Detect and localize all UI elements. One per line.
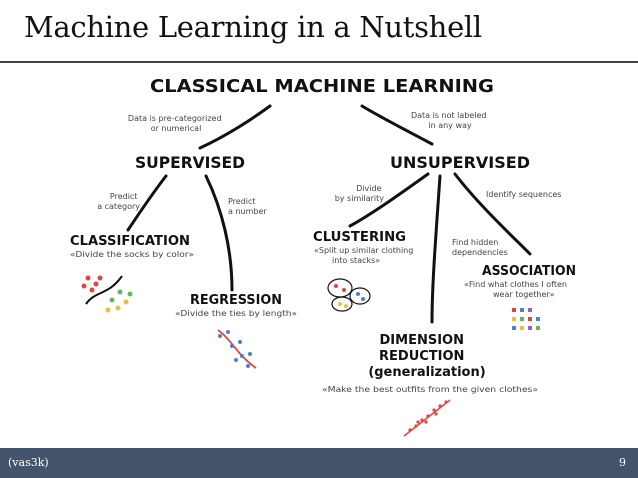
edge-label-regression: Predict a number bbox=[228, 197, 267, 216]
regression-note: «Divide the ties by length» bbox=[175, 309, 297, 318]
association-note: «Find what clothes I often wear together… bbox=[464, 280, 570, 299]
footer-source: (vas3k) bbox=[8, 456, 49, 469]
page-number: 9 bbox=[619, 456, 626, 469]
regression-title: REGRESSION bbox=[190, 293, 282, 308]
unsupervised-title: UNSUPERVISED bbox=[390, 153, 530, 172]
edge-root-supervised bbox=[198, 104, 272, 150]
edge-label-association: Identify sequences bbox=[486, 190, 561, 199]
edge-unsupervised-association bbox=[453, 172, 532, 256]
clustering-title: CLUSTERING bbox=[313, 230, 406, 245]
classification-note: «Divide the socks by color» bbox=[70, 250, 194, 259]
edge-label-unsupervised: Data is not labeled in any way bbox=[411, 111, 489, 130]
clustering-illustration bbox=[327, 278, 371, 312]
regression-illustration bbox=[217, 329, 257, 369]
footer-bar: (vas3k) 9 bbox=[0, 448, 638, 478]
edge-supervised-classification bbox=[126, 174, 168, 232]
edge-label-dimension: Find hidden dependencies bbox=[452, 238, 508, 257]
dimension-title: DIMENSION REDUCTION (generalization) bbox=[368, 333, 485, 380]
root-title: CLASSICAL MACHINE LEARNING bbox=[150, 76, 494, 97]
edge-root-unsupervised bbox=[360, 104, 434, 146]
edge-unsupervised-clustering bbox=[348, 172, 430, 228]
association-illustration bbox=[512, 308, 540, 330]
ml-diagram: CLASSICAL MACHINE LEARNING Data is pre-c… bbox=[70, 76, 576, 437]
association-title: ASSOCIATION bbox=[482, 264, 576, 279]
supervised-title: SUPERVISED bbox=[135, 153, 245, 172]
dimension-illustration bbox=[403, 399, 451, 437]
edge-supervised-regression bbox=[204, 174, 234, 292]
clustering-note: «Split up similar clothing into stacks» bbox=[314, 246, 416, 265]
edge-label-supervised: Data is pre-categorized or numerical bbox=[128, 114, 224, 133]
dimension-note: «Make the best outfits from the given cl… bbox=[322, 385, 538, 394]
slide-title: Machine Learning in a Nutshell bbox=[24, 10, 482, 44]
classification-title: CLASSIFICATION bbox=[70, 234, 190, 249]
edge-label-classification: Predict a category bbox=[97, 192, 140, 211]
classification-illustration bbox=[81, 275, 133, 313]
edge-label-clustering: Divide by similarity bbox=[335, 184, 385, 203]
title-divider bbox=[0, 61, 638, 63]
edge-unsupervised-dimension bbox=[430, 174, 442, 324]
